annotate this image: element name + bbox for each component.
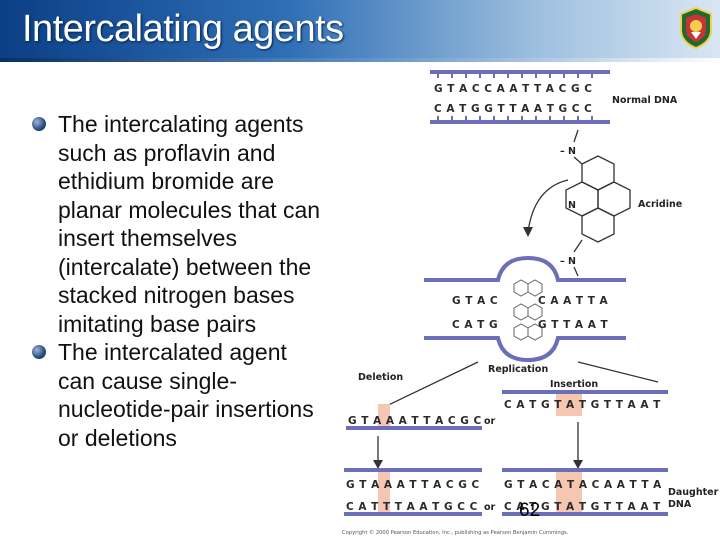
slide-title: Intercalating agents (22, 8, 344, 50)
bullet-item: The intercalating agents such as proflav… (32, 110, 362, 338)
bullet-icon (32, 345, 46, 359)
bullet-line: can cause single- (58, 367, 237, 394)
deletion-highlight (378, 404, 390, 428)
replication-label: Replication (488, 364, 548, 375)
bullet-line: or deletions (58, 424, 177, 451)
acridine-dash-top: – (560, 146, 565, 157)
bullet-line: nucleotide-pair insertions (58, 396, 314, 422)
bullet-line: such as proflavin and (58, 139, 276, 166)
bullet-line: ethidium bromide are (58, 168, 275, 194)
daughter-deletion-top: G T A A A T T A C G C (346, 479, 480, 491)
bullet-line: stacked nitrogen bases (58, 282, 295, 308)
daughter-insertion-highlight (556, 470, 582, 514)
copyright-notice: Copyright © 2000 Pearson Education, Inc.… (342, 529, 569, 536)
university-seal-icon (680, 6, 712, 50)
bullet-line: planar molecules that can (58, 196, 321, 223)
insertion-label: Insertion (550, 379, 598, 390)
intercalated-bottom-right: G T T A A T (538, 319, 608, 331)
bullet-item: The intercalated agent can cause single-… (32, 338, 362, 452)
daughter-insertion-bottom: C A T G T A T G T T A A T (504, 501, 661, 513)
intercalated-dna: G T A C C A A T T A C A T G G T T A A T (424, 255, 626, 363)
normal-dna: G T A C C A A T T A C G C C A T G G T T … (430, 70, 678, 124)
acridine-molecule (565, 129, 631, 277)
deletion-label: Deletion (358, 372, 403, 383)
bullet-line: The intercalating agents (58, 111, 304, 137)
insertion-arrow-icon (527, 179, 569, 233)
bullet-list: The intercalating agents such as proflav… (32, 110, 362, 452)
intercalated-top-left: G T A C (452, 295, 498, 307)
bullet-line: insert themselves (58, 225, 237, 251)
insertion-arrow-icon (577, 361, 659, 383)
acridine-n-bottom: N (568, 256, 576, 267)
bullet-line: The intercalated agent (58, 339, 287, 365)
acridine-n-middle: N (568, 200, 576, 211)
insertion-highlight (556, 392, 582, 416)
arrowhead-icon (523, 227, 533, 237)
deletion-arrow-icon (377, 361, 479, 411)
normal-bottom-strand: C A T G G T T A A T G C C (434, 103, 592, 115)
bullet-line: (intercalate) between the (58, 253, 312, 280)
intercalated-bottom-left: C A T G (452, 319, 498, 331)
daughter-dna-label-2: DNA (668, 499, 692, 510)
insertion-strand: C A T G T A T G T T A A T (504, 399, 661, 411)
or-label: or (484, 502, 496, 513)
or-label: or (484, 416, 496, 427)
daughter-dna-label-1: Daughter (668, 487, 719, 498)
deletion-strand: G T A A A T T A C G C (348, 415, 482, 427)
normal-top-strand: G T A C C A A T T A C G C (434, 83, 592, 95)
title-bar (0, 0, 720, 62)
normal-dna-label: Normal DNA (612, 95, 678, 106)
intercalation-diagram: G T A C C A A T T A C G C C A T G G T T … (342, 70, 719, 536)
acridine-n-top: N (568, 146, 576, 157)
page-number: 62 (519, 500, 541, 521)
bullet-line: imitating base pairs (58, 310, 257, 337)
acridine-label: Acridine (638, 199, 682, 210)
acridine-dash-bottom: – (560, 256, 565, 267)
intercalated-top-right: C A A T T A (538, 295, 609, 307)
bullet-icon (32, 117, 46, 131)
daughter-deletion-bottom: C A T T T A A T G C C (346, 501, 478, 513)
daughter-insertion-top: G T A C A T A C A A T T A (504, 479, 662, 491)
daughter-deletion-highlight (378, 470, 390, 514)
